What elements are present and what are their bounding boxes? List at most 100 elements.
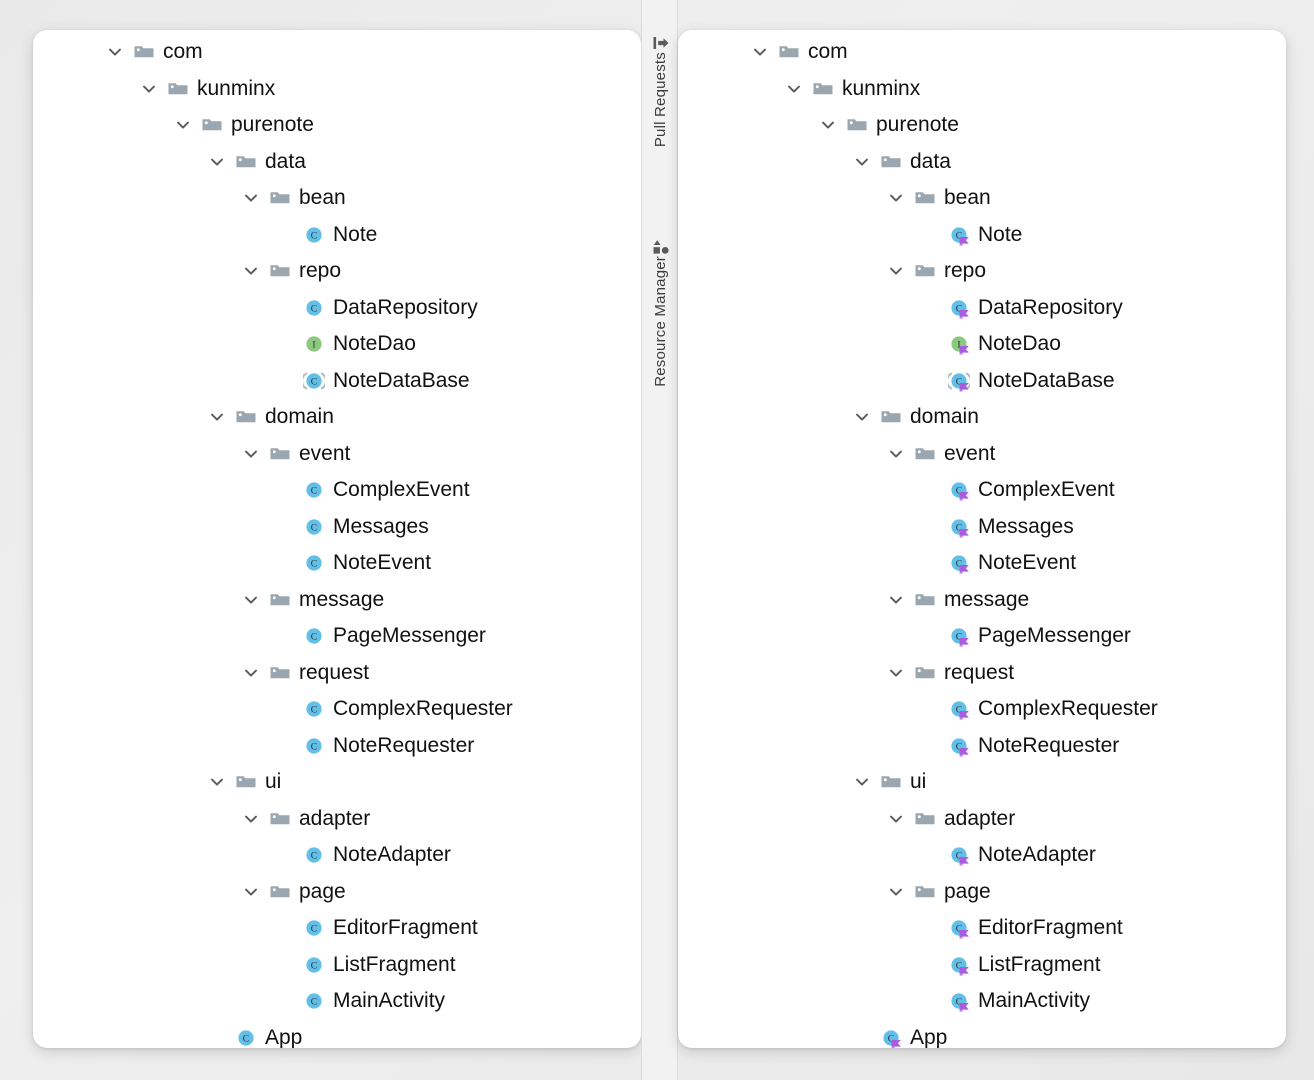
- chevron-down-icon[interactable]: [241, 590, 261, 610]
- chevron-down-icon[interactable]: [241, 188, 261, 208]
- tree-row[interactable]: domain: [678, 399, 1286, 436]
- folder-icon: [269, 881, 291, 903]
- tree-row[interactable]: ui: [33, 764, 641, 801]
- chevron-down-icon[interactable]: [173, 115, 193, 135]
- tree-row-label: ui: [910, 770, 927, 794]
- tree-row[interactable]: request: [33, 655, 641, 692]
- tree-row[interactable]: adapter: [678, 801, 1286, 838]
- tree-row[interactable]: data: [678, 144, 1286, 181]
- svg-text:C: C: [311, 851, 317, 862]
- tree-row-label: event: [299, 441, 351, 465]
- tree-row[interactable]: page: [678, 874, 1286, 911]
- tree-row[interactable]: message: [678, 582, 1286, 619]
- chevron-down-icon[interactable]: [886, 809, 906, 829]
- tree-row[interactable]: bean: [678, 180, 1286, 217]
- chevron-down-icon[interactable]: [241, 882, 261, 902]
- chevron-down-icon[interactable]: [784, 79, 804, 99]
- chevron-down-icon[interactable]: [207, 772, 227, 792]
- tree-row[interactable]: purenote: [678, 107, 1286, 144]
- tree-row[interactable]: com: [33, 34, 641, 71]
- chevron-down-icon[interactable]: [818, 115, 838, 135]
- chevron-down-icon[interactable]: [139, 79, 159, 99]
- tree-row[interactable]: page: [33, 874, 641, 911]
- tree-row[interactable]: kunminx: [678, 71, 1286, 108]
- chevron-down-icon[interactable]: [750, 42, 770, 62]
- chevron-down-icon[interactable]: [241, 663, 261, 683]
- chevron-down-icon[interactable]: [886, 444, 906, 464]
- tree-row[interactable]: purenote: [33, 107, 641, 144]
- chevron-down-icon[interactable]: [852, 772, 872, 792]
- tool-tab-resource-manager[interactable]: Resource Manager: [642, 232, 679, 387]
- svg-text:C: C: [956, 741, 962, 752]
- tool-tab-pull-requests[interactable]: Pull Requests: [642, 28, 679, 147]
- tree-row[interactable]: event: [33, 436, 641, 473]
- tree-row[interactable]: event: [678, 436, 1286, 473]
- chevron-down-icon[interactable]: [207, 407, 227, 427]
- chevron-down-icon[interactable]: [886, 188, 906, 208]
- tree-row[interactable]: bean: [33, 180, 641, 217]
- chevron-down-icon[interactable]: [886, 590, 906, 610]
- class-icon: C: [303, 297, 325, 319]
- tree-row[interactable]: adapter: [33, 801, 641, 838]
- chevron-down-icon[interactable]: [886, 882, 906, 902]
- chevron-down-icon[interactable]: [241, 261, 261, 281]
- tool-window-strip[interactable]: Pull Requests Resource Manager: [641, 0, 678, 1080]
- tree-row[interactable]: request: [678, 655, 1286, 692]
- chevron-down-icon[interactable]: [105, 42, 125, 62]
- tree-row-label: ComplexEvent: [333, 478, 470, 502]
- chevron-down-icon[interactable]: [241, 809, 261, 829]
- tree-row-label: ui: [265, 770, 282, 794]
- chevron-down-icon[interactable]: [886, 663, 906, 683]
- tree-row[interactable]: data: [33, 144, 641, 181]
- pull-request-icon: [652, 34, 670, 52]
- tree-row-label: ComplexEvent: [978, 478, 1115, 502]
- chevron-down-icon[interactable]: [852, 152, 872, 172]
- tree-row[interactable]: kunminx: [33, 71, 641, 108]
- tree-row[interactable]: domain: [33, 399, 641, 436]
- tree-row[interactable]: com: [678, 34, 1286, 71]
- tree-row[interactable]: repo: [33, 253, 641, 290]
- tree-row[interactable]: ui: [678, 764, 1286, 801]
- svg-text:C: C: [311, 632, 317, 643]
- chevron-down-icon[interactable]: [886, 261, 906, 281]
- chevron-down-icon[interactable]: [207, 152, 227, 172]
- tree-row[interactable]: repo: [678, 253, 1286, 290]
- chevron-down-icon[interactable]: [241, 444, 261, 464]
- chevron-down-icon[interactable]: [852, 407, 872, 427]
- tree-row[interactable]: message: [33, 582, 641, 619]
